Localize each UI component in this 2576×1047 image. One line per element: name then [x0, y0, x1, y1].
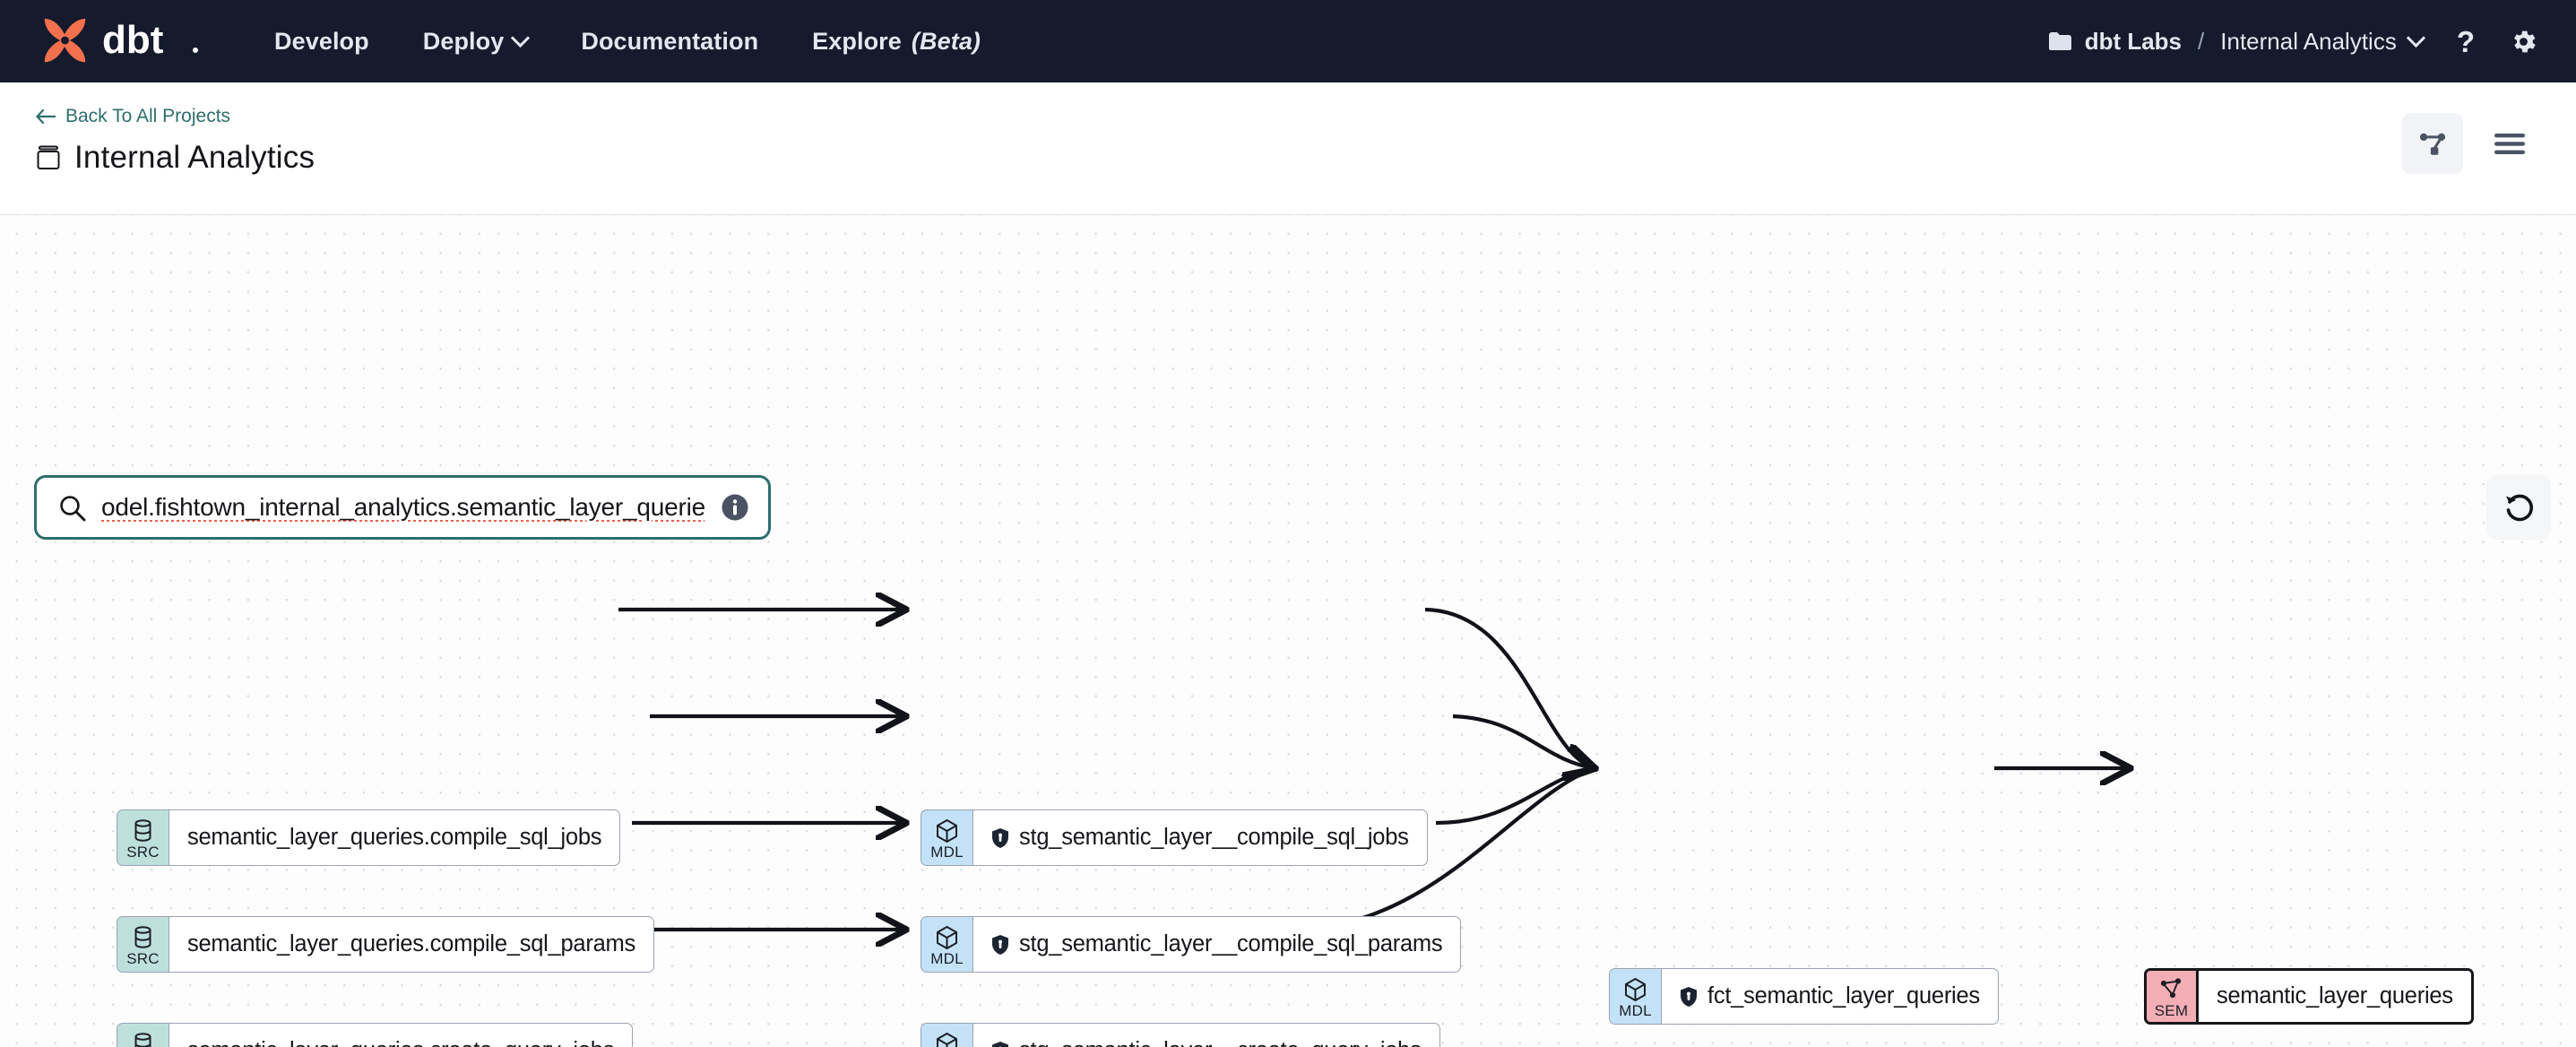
dbt-wordmark: dbt: [102, 21, 198, 62]
org-project-breadcrumb[interactable]: dbt Labs / Internal Analytics: [2048, 27, 2425, 56]
cube-icon: [937, 926, 957, 949]
cube-icon: [937, 819, 957, 843]
top-navigation-bar: dbt Develop Deploy Documentation Explore…: [0, 0, 2576, 82]
database-icon: [37, 145, 60, 169]
nav-label: Documentation: [581, 27, 759, 55]
shield-icon: [1681, 986, 1697, 1007]
nav-label: Deploy: [422, 27, 505, 55]
view-toggle-group: [2402, 100, 2540, 174]
node-body: stg_semantic_layer__create_query_jobs: [972, 1023, 1440, 1047]
shield-icon: [992, 1041, 1008, 1047]
badge-label: MDL: [930, 950, 964, 967]
gear-icon[interactable]: [2509, 27, 2538, 56]
back-link-label: Back To All Projects: [65, 106, 231, 126]
dbt-logo[interactable]: dbt: [38, 13, 210, 69]
nav-item-explore[interactable]: Explore (Beta): [812, 28, 981, 56]
badge-label: MDL: [1619, 1002, 1652, 1019]
reset-undo-icon: [2506, 494, 2534, 522]
database-icon: [134, 819, 151, 842]
org-name: dbt Labs: [2084, 27, 2183, 55]
folder-icon: [2048, 31, 2071, 50]
help-icon[interactable]: ?: [2456, 24, 2475, 58]
node-label: stg_semantic_layer__compile_sql_params: [1019, 931, 1443, 956]
info-icon[interactable]: [720, 492, 750, 523]
cube-icon: [937, 1033, 957, 1047]
node-type-badge-mdl: MDL: [921, 809, 972, 866]
node-type-badge-src: SRC: [117, 809, 169, 866]
lineage-node-mdl-stg-compile-sql-params[interactable]: MDL stg_semantic_layer__compile_sql_para…: [921, 916, 1462, 973]
node-type-badge-mdl: MDL: [921, 1023, 972, 1047]
node-body: semantic_layer_queries.compile_sql_jobs: [169, 809, 621, 866]
primary-nav: Develop Deploy Documentation Explore (Be…: [274, 28, 981, 56]
network-icon: [2160, 978, 2182, 999]
lineage-node-src-create-query-jobs[interactable]: SRC semantic_layer_queries.create_query_…: [117, 1023, 634, 1047]
node-type-badge-mdl: MDL: [1609, 968, 1661, 1025]
node-label: semantic_layer_queries: [2217, 983, 2453, 1008]
node-body: stg_semantic_layer__compile_sql_jobs: [972, 809, 1428, 866]
badge-label: MDL: [930, 844, 964, 861]
node-type-badge-sem: SEM: [2144, 968, 2196, 1025]
badge-label: SRC: [126, 950, 160, 967]
lineage-node-mdl-stg-compile-sql-jobs[interactable]: MDL stg_semantic_layer__compile_sql_jobs: [921, 809, 1428, 866]
lineage-node-mdl-fct-semantic-layer-queries[interactable]: MDL fct_semantic_layer_queries: [1609, 968, 1999, 1025]
database-icon: [134, 1033, 151, 1047]
node-body: stg_semantic_layer__compile_sql_params: [972, 916, 1462, 973]
reset-view-button[interactable]: [2486, 475, 2551, 540]
node-label: fct_semantic_layer_queries: [1707, 983, 1980, 1008]
node-body: fct_semantic_layer_queries: [1661, 968, 1999, 1025]
back-to-all-projects-link[interactable]: Back To All Projects: [36, 106, 315, 127]
node-label: semantic_layer_queries.compile_sql_param…: [187, 931, 635, 956]
lineage-node-src-compile-sql-params[interactable]: SRC semantic_layer_queries.compile_sql_p…: [117, 916, 654, 973]
list-view-button[interactable]: [2479, 113, 2540, 174]
lineage-node-sem-semantic-layer-queries[interactable]: SEM semantic_layer_queries: [2144, 968, 2474, 1025]
node-label: semantic_layer_queries.compile_sql_jobs: [187, 825, 602, 850]
breadcrumb-separator: /: [2198, 27, 2205, 55]
node-label: semantic_layer_queries.create_query_jobs: [187, 1038, 614, 1047]
node-body: semantic_layer_queries.compile_sql_param…: [169, 916, 654, 973]
lineage-view-button[interactable]: [2402, 113, 2463, 174]
shield-icon: [992, 934, 1008, 955]
hamburger-menu-icon: [2494, 133, 2525, 154]
subheader-left: Back To All Projects Internal Analytics: [36, 100, 315, 176]
nav-label: Explore: [812, 27, 902, 55]
lineage-node-src-compile-sql-jobs[interactable]: SRC semantic_layer_queries.compile_sql_j…: [117, 809, 621, 866]
project-subheader: Back To All Projects Internal Analytics: [0, 82, 2576, 215]
node-label: stg_semantic_layer__compile_sql_jobs: [1019, 825, 1409, 850]
node-type-badge-src: SRC: [117, 1023, 169, 1047]
search-icon: [60, 495, 86, 521]
node-body: semantic_layer_queries: [2196, 968, 2474, 1025]
arrow-left-icon: [36, 109, 56, 124]
cube-icon: [1625, 978, 1646, 1001]
svg-text:dbt: dbt: [102, 21, 164, 62]
nav-label: Develop: [274, 27, 369, 55]
page-title-row: Internal Analytics: [36, 140, 315, 176]
dbt-logo-mark: [44, 18, 86, 63]
lineage-canvas[interactable]: odel.fishtown_internal_analytics.semanti…: [0, 215, 2576, 1047]
nav-item-documentation[interactable]: Documentation: [581, 28, 758, 56]
lineage-graph-icon: [2419, 133, 2446, 155]
badge-label: SRC: [126, 844, 160, 861]
chevron-down-icon: [2406, 28, 2425, 48]
node-type-badge-mdl: MDL: [921, 916, 972, 973]
node-type-badge-src: SRC: [117, 916, 169, 973]
lineage-node-mdl-stg-create-query-jobs[interactable]: MDL stg_semantic_layer__create_query_job…: [921, 1023, 1440, 1047]
search-input[interactable]: odel.fishtown_internal_analytics.semanti…: [101, 493, 705, 521]
shield-icon: [992, 827, 1008, 848]
chevron-down-icon: [511, 28, 531, 48]
project-name: Internal Analytics: [2220, 27, 2397, 55]
nav-beta-tag: (Beta): [911, 27, 981, 55]
node-search-box[interactable]: odel.fishtown_internal_analytics.semanti…: [34, 475, 771, 540]
page-title: Internal Analytics: [74, 140, 316, 175]
database-icon: [134, 926, 151, 948]
nav-right-cluster: dbt Labs / Internal Analytics ?: [2048, 27, 2538, 56]
nav-item-develop[interactable]: Develop: [274, 28, 369, 56]
badge-label: SEM: [2154, 1002, 2189, 1019]
nav-item-deploy[interactable]: Deploy: [422, 27, 531, 56]
node-label: stg_semantic_layer__create_query_jobs: [1019, 1038, 1422, 1047]
node-body: semantic_layer_queries.create_query_jobs: [169, 1023, 634, 1047]
